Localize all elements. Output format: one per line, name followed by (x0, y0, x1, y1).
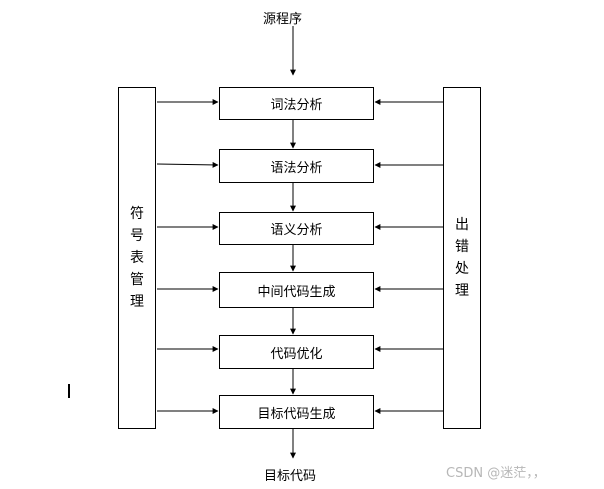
phase-target-code-generation: 目标代码生成 (219, 395, 374, 429)
phase-lexical-analysis: 词法分析 (219, 87, 374, 120)
target-code-label: 目标代码 (264, 469, 317, 484)
source-program-label: 源程序 (263, 12, 303, 27)
error-handling: 出错处理 (443, 87, 481, 429)
text-cursor-icon (68, 384, 70, 398)
symbol-table-label: 符号表管理 (130, 206, 144, 310)
phase-intermediate-code-generation: 中间代码生成 (219, 272, 374, 308)
csdn-watermark: CSDN @迷茫，， (446, 466, 546, 481)
phase-syntax-analysis: 语法分析 (219, 149, 374, 183)
error-handling-label: 出错处理 (455, 217, 469, 299)
arrow-symtab-to-syntax (156, 161, 219, 168)
phase-code-optimization: 代码优化 (219, 335, 374, 369)
phase-semantic-analysis: 语义分析 (219, 212, 374, 245)
symbol-table-management: 符号表管理 (118, 87, 156, 429)
